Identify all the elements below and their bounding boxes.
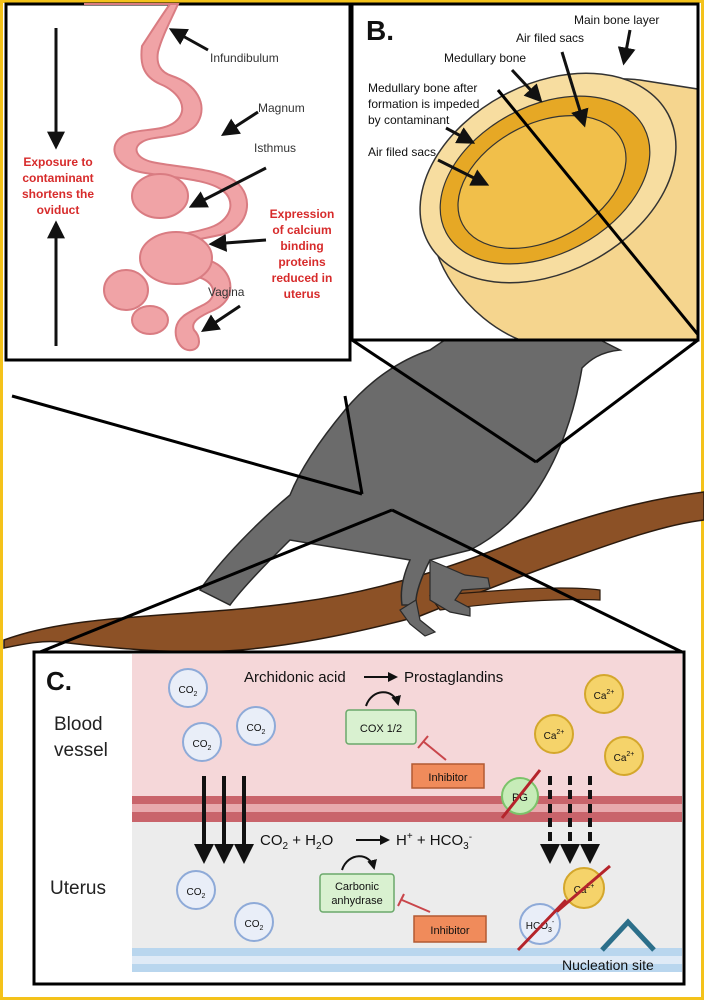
reaction-equation-right: H+ + HCO3- [396, 831, 472, 852]
bird-silhouette [198, 299, 623, 637]
label-vessel: vessel [54, 740, 108, 761]
svg-text:proteins: proteins [278, 255, 326, 269]
svg-text:binding: binding [280, 239, 323, 253]
pg-receptor-blocked: PG [500, 769, 542, 819]
svg-text:Ca2+: Ca2+ [594, 689, 615, 702]
zoom-line-b1 [351, 338, 537, 464]
bicarbonate-blocked: HCO3- [516, 898, 568, 952]
svg-text:anhydrase: anhydrase [331, 895, 382, 907]
label-uterus: Uterus [50, 878, 106, 899]
enzyme-carbonic-anhydrase [319, 873, 395, 913]
panel-c-letter: C. [46, 666, 72, 696]
svg-text:of calcium: of calcium [272, 223, 331, 237]
label-air-sacs-left: Air filed sacs [368, 145, 436, 159]
svg-text:Expression: Expression [270, 207, 335, 221]
label-nucleation-site: Nucleation site [562, 957, 654, 973]
label-archidonic-acid: Archidonic acid [244, 669, 346, 686]
svg-text:formation is impeded: formation is impeded [368, 97, 479, 111]
inhibitor-cox-label: Inhibitor [428, 772, 467, 784]
inhibitor-cox [411, 763, 485, 789]
svg-text:Medullary bone after: Medullary bone after [368, 81, 477, 95]
calcium-ion: Ca2+ [584, 674, 624, 714]
svg-text:Ca2+: Ca2+ [614, 751, 635, 764]
co2-molecule: CO2 [234, 902, 274, 942]
panel-a: Infundibulum Magnum Isthmus Vagina Expos… [4, 2, 352, 362]
enzyme-cox-label: COX 1/2 [360, 723, 402, 735]
inhibit-line-ca [401, 899, 431, 913]
svg-text:Carbonic: Carbonic [335, 881, 380, 893]
co2-molecule: CO2 [182, 722, 222, 762]
svg-text:CO2: CO2 [245, 919, 264, 932]
co2-molecule: CO2 [176, 870, 216, 910]
zoom-line-c1 [39, 508, 393, 654]
label-blood: Blood [54, 714, 103, 735]
inhibitor-carbonic [413, 915, 487, 943]
zoom-line-a2 [343, 395, 364, 495]
calcium-ion: Ca2+ [534, 714, 574, 754]
svg-text:CO2: CO2 [193, 739, 212, 752]
vessel-wall-outer [132, 796, 682, 804]
zoom-line-c2 [391, 508, 683, 654]
zoom-line-a1 [11, 394, 363, 496]
co2-molecule: CO2 [168, 668, 208, 708]
calcium-ion: Ca2+ [604, 736, 644, 776]
inhibit-line-cox [423, 741, 447, 761]
svg-text:by contaminant: by contaminant [368, 113, 450, 127]
label-main-bone-layer: Main bone layer [574, 13, 659, 27]
svg-text:uterus: uterus [284, 287, 321, 301]
svg-text:oviduct: oviduct [37, 203, 80, 217]
label-impeded: Medullary bone after formation is impede… [368, 81, 479, 127]
panel-b: B. Main bone layer Air filed sacs Medull… [350, 2, 700, 342]
calcium-ion-blocked: Ca2+ [553, 864, 611, 916]
co2-molecule: CO2 [236, 706, 276, 746]
svg-text:CO2: CO2 [187, 887, 206, 900]
inhibitor-carbonic-label: Inhibitor [430, 925, 469, 937]
enzyme-cox [345, 709, 417, 745]
svg-text:reduced in: reduced in [272, 271, 333, 285]
branch-fork [428, 587, 601, 611]
label-medullary-bone: Medullary bone [444, 51, 526, 65]
svg-text:CO2: CO2 [247, 723, 266, 736]
label-vagina: Vagina [208, 285, 245, 299]
svg-text:Exposure to: Exposure to [23, 155, 92, 169]
label-infundibulum: Infundibulum [210, 51, 279, 65]
panel-b-letter: B. [366, 15, 394, 46]
air-sacs-core [457, 115, 627, 249]
label-prostaglandins: Prostaglandins [404, 669, 503, 686]
note-shortens: Exposure to contaminant shortens the ovi… [22, 155, 94, 217]
label-air-sacs-top: Air filed sacs [516, 31, 584, 45]
zoom-line-b2 [535, 338, 699, 464]
nucleation-site-icon [600, 918, 656, 952]
svg-text:contaminant: contaminant [22, 171, 93, 185]
svg-text:Ca2+: Ca2+ [544, 729, 565, 742]
svg-text:shortens the: shortens the [22, 187, 94, 201]
panel-c: C. Blood vessel Uterus Archidonic acid P… [32, 650, 686, 986]
label-magnum: Magnum [258, 101, 305, 115]
label-isthmus: Isthmus [254, 141, 296, 155]
svg-text:CO2: CO2 [179, 685, 198, 698]
vessel-wall-inner [132, 812, 682, 822]
reaction-equation-left: CO2 + H2O [260, 832, 333, 852]
svg-text:HCO3-: HCO3- [526, 919, 555, 934]
note-calcium-proteins: Expression of calcium binding proteins r… [270, 207, 335, 301]
